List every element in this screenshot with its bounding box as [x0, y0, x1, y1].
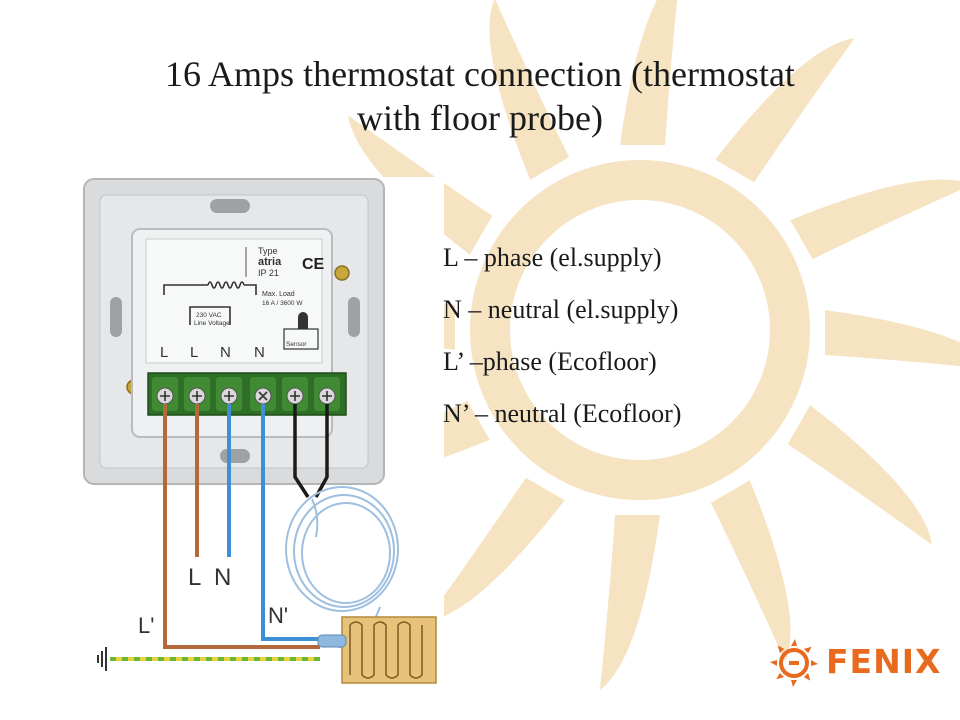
fenix-logo-text: FENIX [826, 642, 942, 681]
sensor-probe-symbol [298, 312, 308, 329]
screw-right [334, 265, 350, 281]
terminal-block [147, 372, 347, 416]
slide-title-line-2: with floor probe) [357, 98, 603, 138]
slide-title: 16 Amps thermostat connection (thermosta… [60, 52, 900, 140]
terminal-legend: L – phase (el.supply) N – neutral (el.su… [443, 232, 863, 440]
device-label [145, 238, 323, 364]
legend-item-l-prime: L’ –phase (Ecofloor) [443, 347, 657, 376]
wire-label-supply-l: L [188, 564, 201, 591]
ce-mark: CE [302, 256, 325, 273]
wire-heater-l [163, 404, 320, 649]
terminal-letter-l1: L [160, 344, 168, 361]
terminal-letter-n1: N [220, 344, 231, 361]
wire-heater-n [261, 404, 320, 641]
legend-item-l: L – phase (el.supply) [443, 243, 662, 272]
voltage-bracket [189, 306, 231, 325]
mount-slot-left [110, 297, 122, 337]
heater-mat [341, 616, 437, 684]
device-type-label: Type [258, 246, 278, 256]
sensor-label: Sensor [286, 341, 307, 348]
max-load-value: 16 A / 3600 W [262, 300, 303, 307]
terminal-letter-n2: N [254, 344, 265, 361]
fenix-sun-icon [770, 639, 818, 687]
legend-item-n-prime: N’ – neutral (Ecofloor) [443, 399, 682, 428]
sensor-wire-a [293, 404, 310, 498]
sensor-wire-b [314, 404, 329, 498]
mount-slot-right [348, 297, 360, 337]
cold-lead-joint [317, 634, 347, 648]
voltage-value: 230 VAC [196, 312, 222, 319]
device-ip-rating: IP 21 [258, 268, 279, 278]
wiring-diagram: Type atria IP 21 CE Max. Load 16 A / 360… [80, 177, 444, 690]
mount-slot-top [210, 199, 250, 213]
terminal-letter-l2: L [190, 344, 198, 361]
wire-label-supply-n: N [214, 564, 231, 591]
heater-cable-pattern [349, 621, 423, 679]
legend-item-n: N – neutral (el.supply) [443, 295, 679, 324]
slide-title-line-1: 16 Amps thermostat connection (thermosta… [165, 54, 795, 94]
fenix-logo: FENIX [768, 638, 943, 688]
terminal-screws [152, 377, 340, 411]
load-symbol [163, 281, 257, 295]
wire-label-heater-l: L' [138, 613, 154, 638]
max-load-label: Max. Load [262, 291, 295, 298]
device-model: atria [258, 256, 282, 268]
voltage-label: Line Voltage [194, 320, 230, 327]
earth-symbol [97, 647, 107, 671]
mount-slot-bottom [220, 449, 250, 463]
wire-label-heater-n: N' [268, 603, 288, 628]
wiring-diagram-svg: Type atria IP 21 CE Max. Load 16 A / 360… [83, 178, 437, 684]
